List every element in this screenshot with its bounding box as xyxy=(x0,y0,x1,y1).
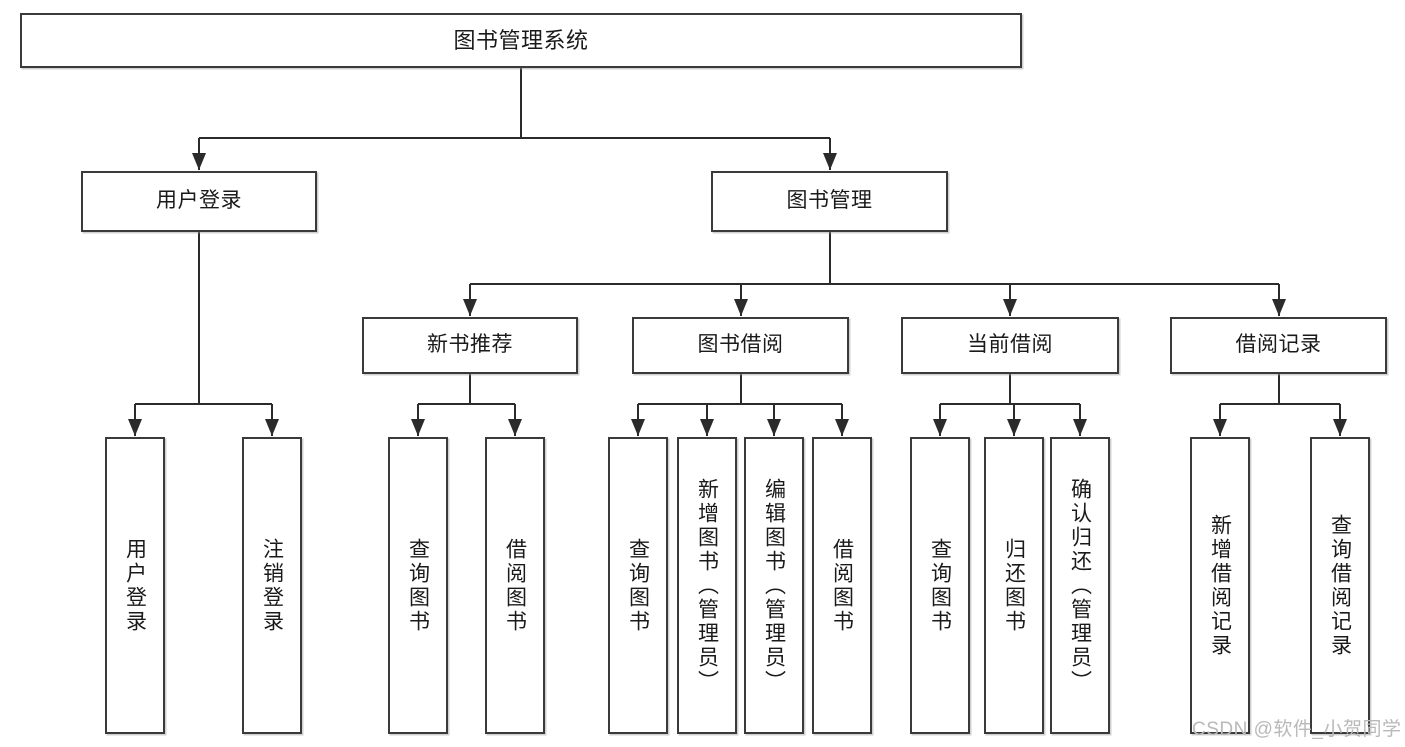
node-label: 归还图书 xyxy=(1002,537,1026,634)
arrowhead-icon xyxy=(933,419,947,436)
arrowhead-icon xyxy=(265,419,279,436)
node-borrow[interactable]: 图书借阅 xyxy=(632,317,849,374)
arrowhead-icon xyxy=(508,419,522,436)
node-leaf13[interactable]: 查询借阅记录 xyxy=(1310,437,1370,734)
arrowhead-icon xyxy=(1213,419,1227,436)
node-current[interactable]: 当前借阅 xyxy=(901,317,1119,374)
arrowhead-icon xyxy=(767,419,781,436)
arrowhead-icon xyxy=(128,419,142,436)
node-label: 编辑图书（管理员） xyxy=(762,477,786,694)
arrowhead-icon xyxy=(411,419,425,436)
node-leaf1[interactable]: 用户登录 xyxy=(105,437,165,734)
arrowhead-icon xyxy=(700,419,714,436)
node-leaf12[interactable]: 新增借阅记录 xyxy=(1190,437,1250,734)
node-label: 借阅图书 xyxy=(503,537,527,634)
node-label: 图书管理系统 xyxy=(453,27,589,53)
node-leaf3[interactable]: 查询图书 xyxy=(388,437,448,734)
node-newbook[interactable]: 新书推荐 xyxy=(362,317,578,374)
node-leaf4[interactable]: 借阅图书 xyxy=(485,437,545,734)
node-leaf7[interactable]: 编辑图书（管理员） xyxy=(744,437,804,734)
arrowhead-icon xyxy=(192,153,206,170)
watermark: CSDN @软件_小贺同学 xyxy=(1192,719,1402,740)
node-label: 查询图书 xyxy=(626,537,650,634)
arrowhead-icon xyxy=(1333,419,1347,436)
node-label: 查询图书 xyxy=(928,537,952,634)
node-label: 新增图书（管理员） xyxy=(695,477,719,694)
node-leaf5[interactable]: 查询图书 xyxy=(608,437,668,734)
node-leaf8[interactable]: 借阅图书 xyxy=(812,437,872,734)
node-label: 新书推荐 xyxy=(427,333,513,357)
node-records[interactable]: 借阅记录 xyxy=(1170,317,1387,374)
arrowhead-icon xyxy=(631,419,645,436)
node-leaf9[interactable]: 查询图书 xyxy=(910,437,970,734)
arrowhead-icon xyxy=(823,153,837,170)
node-label: 查询图书 xyxy=(406,537,430,634)
arrowhead-icon xyxy=(1003,299,1017,316)
node-login[interactable]: 用户登录 xyxy=(81,171,317,232)
node-label: 新增借阅记录 xyxy=(1208,513,1232,658)
arrowhead-icon xyxy=(1007,419,1021,436)
node-label: 用户登录 xyxy=(156,189,242,213)
node-label: 图书借阅 xyxy=(697,333,784,357)
node-root[interactable]: 图书管理系统 xyxy=(20,13,1022,68)
node-leaf6[interactable]: 新增图书（管理员） xyxy=(677,437,737,734)
arrowhead-icon xyxy=(835,419,849,436)
node-label: 用户登录 xyxy=(123,537,147,634)
arrowhead-icon xyxy=(734,299,748,316)
arrowhead-icon xyxy=(1073,419,1087,436)
node-label: 图书管理 xyxy=(786,189,873,213)
node-bookmgmt[interactable]: 图书管理 xyxy=(711,171,948,232)
node-label: 当前借阅 xyxy=(967,333,1053,357)
node-label: 查询借阅记录 xyxy=(1328,513,1352,658)
node-leaf10[interactable]: 归还图书 xyxy=(984,437,1044,734)
node-label: 确认归还（管理员） xyxy=(1068,477,1092,694)
node-leaf2[interactable]: 注销登录 xyxy=(242,437,302,734)
arrowhead-icon xyxy=(1272,299,1286,316)
node-label: 借阅记录 xyxy=(1235,333,1322,357)
node-label: 注销登录 xyxy=(260,537,284,634)
node-leaf11[interactable]: 确认归还（管理员） xyxy=(1050,437,1110,734)
arrowhead-icon xyxy=(463,299,477,316)
node-label: 借阅图书 xyxy=(830,537,854,634)
